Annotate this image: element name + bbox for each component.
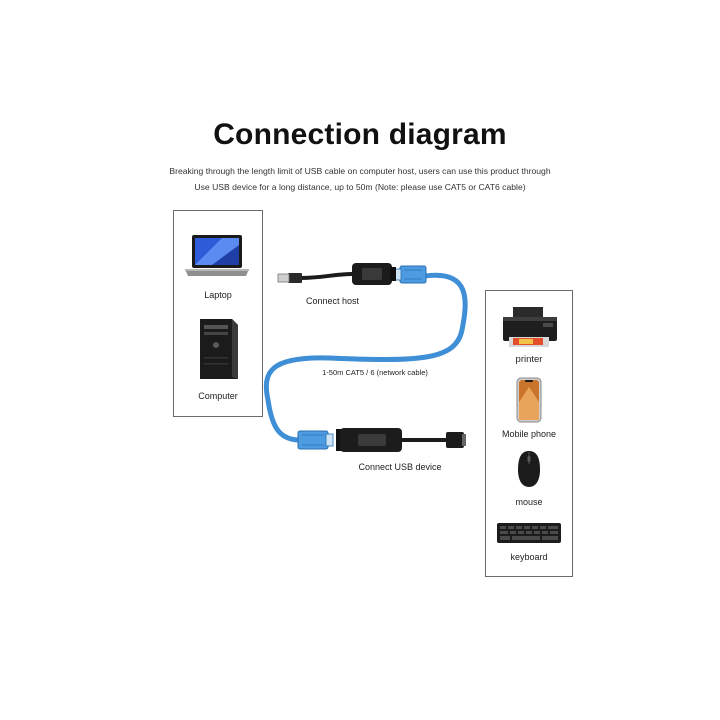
connect-host-label: Connect host <box>305 296 360 306</box>
mobile-phone-icon <box>516 377 542 428</box>
target-device-label-keyboard: keyboard <box>510 552 548 562</box>
network-cable-label: 1-50m CAT5 / 6 (network cable) <box>322 368 428 377</box>
network-cable <box>263 272 468 443</box>
subtitle-line-1: Breaking through the length limit of USB… <box>169 166 551 176</box>
target-device-label-printer: printer <box>515 354 543 365</box>
diagram-subtitle: Breaking through the length limit of USB… <box>120 163 600 195</box>
diagram-title: Connection diagram <box>213 118 507 151</box>
connect-usb-device-label: Connect USB device <box>358 462 442 472</box>
subtitle-line-2: Use USB device for a long distance, up t… <box>194 182 526 192</box>
usb-devices-box: printer Mobile phone mouse <box>485 290 573 577</box>
source-device-label-laptop: Laptop <box>204 290 232 300</box>
host-devices-box: Laptop Computer <box>173 210 263 417</box>
mouse-icon <box>516 450 542 493</box>
top-rj45-connector <box>394 265 427 284</box>
source-device-label-computer: Computer <box>198 391 238 401</box>
printer-icon <box>499 305 561 354</box>
keyboard-icon <box>496 521 562 550</box>
device-adapter <box>336 428 466 452</box>
target-device-label-mouse: mouse <box>515 497 543 507</box>
computer-tower-icon <box>194 317 242 386</box>
laptop-icon <box>182 233 252 286</box>
target-device-label-mobile-phone: Mobile phone <box>501 429 557 439</box>
host-adapter <box>277 263 396 285</box>
bottom-rj45-connector <box>297 430 334 450</box>
